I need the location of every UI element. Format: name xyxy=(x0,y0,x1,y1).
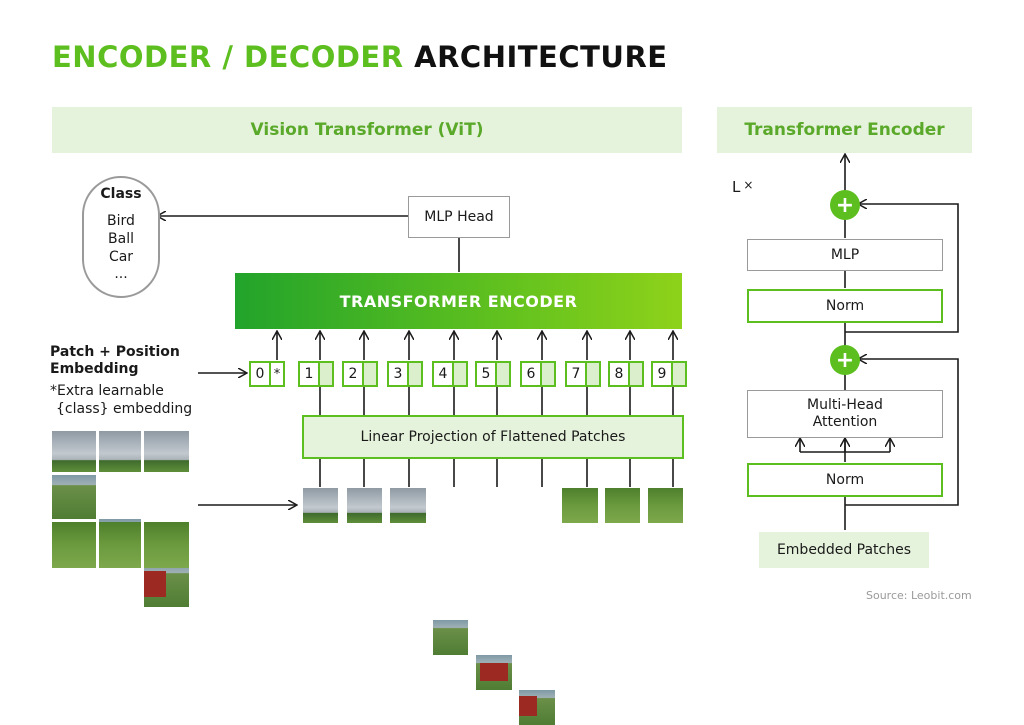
class-title: Class xyxy=(100,186,142,202)
embedded-patches-box: Embedded Patches xyxy=(759,532,929,568)
token-3: 3 xyxy=(387,361,423,387)
class-item: ... xyxy=(114,266,128,282)
token-position xyxy=(495,363,509,385)
token-position xyxy=(540,363,554,385)
repeat-letter: L xyxy=(732,178,741,196)
token-position xyxy=(671,363,685,385)
transformer-encoder-header: Transformer Encoder xyxy=(717,107,972,153)
source-credit: Source: Leobit.com xyxy=(866,589,972,602)
linear-projection-box: Linear Projection of Flattened Patches xyxy=(302,415,684,459)
token-6: 6 xyxy=(520,361,556,387)
token-position: * xyxy=(269,363,283,385)
token-8: 8 xyxy=(608,361,644,387)
token-9: 9 xyxy=(651,361,687,387)
note-line2: {class} embedding xyxy=(56,401,193,417)
token-number: 4 xyxy=(438,366,448,382)
attention-line2: Attention xyxy=(812,414,878,430)
transformer-encoder-block: TRANSFORMER ENCODER xyxy=(235,273,682,329)
norm-bottom-box: Norm xyxy=(747,463,943,497)
patch-label-line2: Embedding xyxy=(50,361,139,377)
class-embedding-note: *Extra learnable {class} embedding xyxy=(50,382,192,418)
page-title: ENCODER / DECODER ARCHITECTURE xyxy=(52,40,668,74)
token-7: 7 xyxy=(565,361,601,387)
image-tile xyxy=(144,431,189,472)
patch-1 xyxy=(303,488,338,523)
token-position xyxy=(585,363,599,385)
patch-7 xyxy=(562,488,598,523)
vit-header: Vision Transformer (ViT) xyxy=(52,107,682,153)
token-2: 2 xyxy=(342,361,378,387)
token-number: 7 xyxy=(571,366,581,382)
class-item: Bird xyxy=(107,213,135,229)
multi-head-attention-box: Multi-Head Attention xyxy=(747,390,943,438)
norm-top-box: Norm xyxy=(747,289,943,323)
token-position xyxy=(452,363,466,385)
title-separator: / xyxy=(211,40,245,74)
class-item: Car xyxy=(108,249,134,265)
patch-4 xyxy=(433,620,468,655)
token-0: 0* xyxy=(249,361,285,387)
token-number: 0 xyxy=(255,366,265,382)
attention-line1: Multi-Head xyxy=(807,397,883,413)
image-tile xyxy=(52,475,96,519)
token-number: 6 xyxy=(526,366,536,382)
image-tile xyxy=(52,522,96,568)
repeat-mark: × xyxy=(743,178,754,192)
patch-3 xyxy=(390,488,426,523)
add-icon: + xyxy=(830,190,860,220)
token-number: 1 xyxy=(304,366,314,382)
class-box xyxy=(82,176,160,298)
patch-position-label: Patch + Position Embedding xyxy=(50,344,180,378)
token-4: 4 xyxy=(432,361,468,387)
mlp-head-box: MLP Head xyxy=(408,196,510,238)
add-icon: + xyxy=(830,345,860,375)
repeat-label: L× xyxy=(732,178,753,196)
image-tile xyxy=(52,431,96,472)
token-number: 2 xyxy=(348,366,358,382)
token-number: 3 xyxy=(393,366,403,382)
token-position xyxy=(362,363,376,385)
title-encoder: ENCODER xyxy=(52,40,212,74)
patch-8 xyxy=(605,488,640,523)
patch-9 xyxy=(648,488,683,523)
patch-5 xyxy=(476,655,512,690)
connector-lines xyxy=(0,0,959,530)
token-number: 8 xyxy=(614,366,624,382)
image-tile xyxy=(99,522,141,568)
note-line1: *Extra learnable xyxy=(50,383,164,399)
patch-2 xyxy=(347,488,382,523)
image-tile xyxy=(99,431,141,472)
token-number: 9 xyxy=(657,366,667,382)
token-position xyxy=(318,363,332,385)
patch-label-line1: Patch + Position xyxy=(50,344,180,360)
token-1: 1 xyxy=(298,361,334,387)
token-position xyxy=(628,363,642,385)
patch-6 xyxy=(519,690,555,725)
image-tile-barn xyxy=(144,563,189,607)
mlp-box: MLP xyxy=(747,239,943,271)
title-architecture: ARCHITECTURE xyxy=(403,40,668,74)
token-number: 5 xyxy=(481,366,491,382)
token-5: 5 xyxy=(475,361,511,387)
image-tile xyxy=(144,522,189,568)
class-item: Ball xyxy=(108,231,134,247)
token-position xyxy=(407,363,421,385)
title-decoder: DECODER xyxy=(244,40,404,74)
